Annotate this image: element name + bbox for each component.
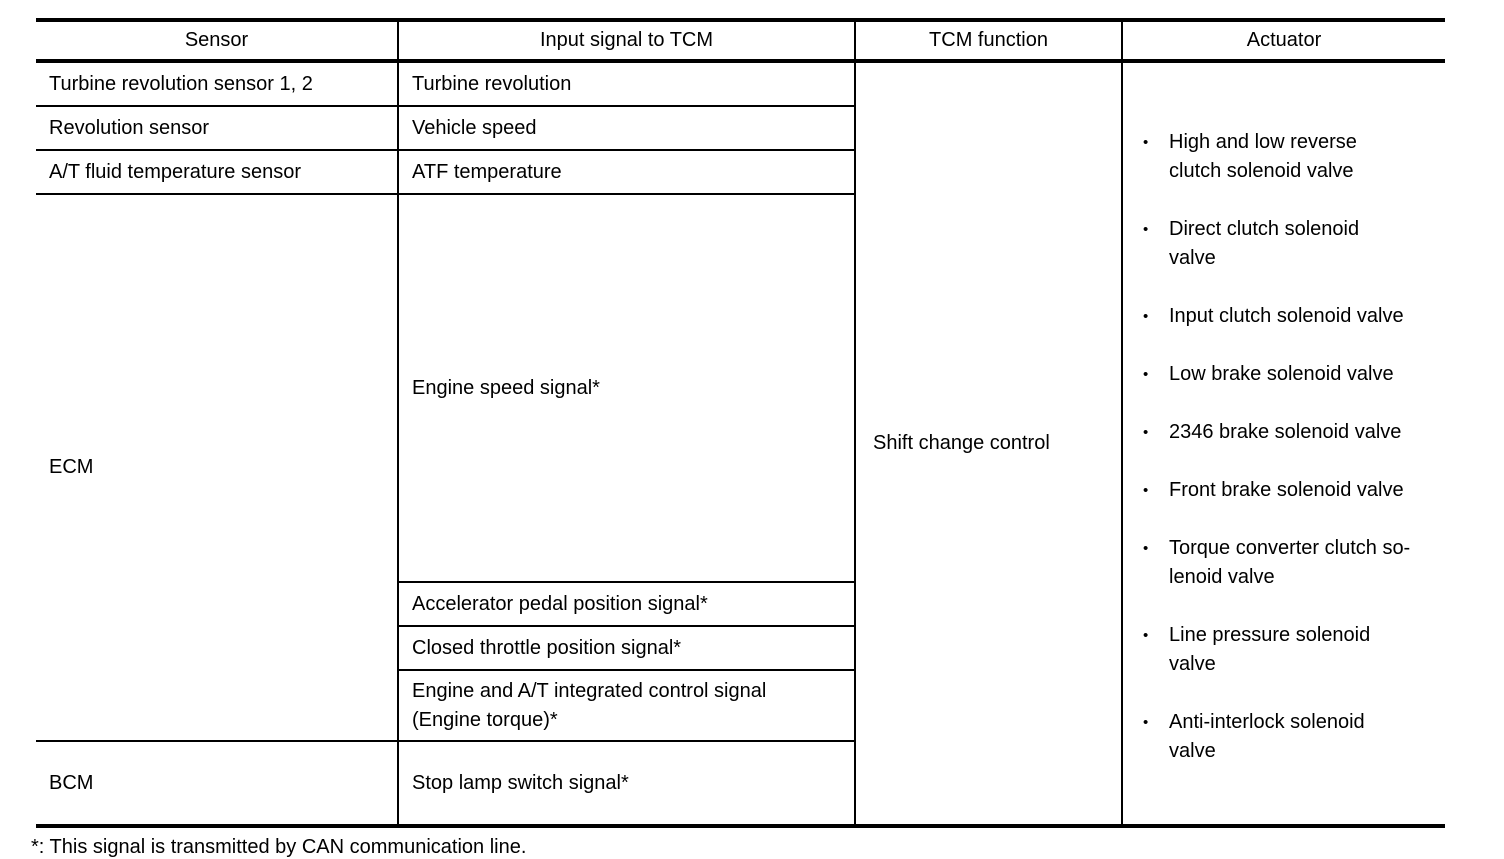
actuator-list: • High and low reverse clutch solenoid va… [1140,99,1441,795]
actuator-item: • Low brake solenoid valve [1140,360,1441,389]
bullet-icon: • [1143,482,1149,499]
bullet-icon: • [1143,366,1149,383]
actuator-item-label: High and low reverse clutch solenoid val… [1169,131,1357,182]
col-header-actuator: Actuator [1121,19,1445,63]
signal-cell: ATF temperature [397,149,856,195]
sensor-cell: Revolution sensor [36,105,399,151]
bullet-icon: • [1143,714,1149,731]
actuator-item-label: Line pressure solenoid valve [1169,624,1371,675]
actuator-item-label: Anti-interlock solenoid valve [1169,711,1365,762]
signal-cell: Stop lamp switch signal* [397,740,856,827]
actuator-item-label: Low brake solenoid valve [1169,363,1394,385]
actuator-item-label: 2346 brake solenoid valve [1169,421,1402,443]
actuator-item-label: Torque converter clutch so- lenoid valve [1169,537,1411,588]
table-row: A/T fluid temperature sensor ATF tempera… [36,149,1445,195]
bullet-icon: • [1143,221,1149,238]
actuator-item-label: Input clutch solenoid valve [1169,305,1404,327]
signal-cell: Turbine revolution [397,60,856,107]
actuator-item-label: Front brake solenoid valve [1169,479,1404,501]
tcm-signal-table: Sensor Input signal to TCM TCM function … [36,18,1445,828]
actuator-item: • Input clutch solenoid valve [1140,302,1441,331]
signal-cell: Vehicle speed [397,105,856,151]
actuator-item: • 2346 brake solenoid valve [1140,418,1441,447]
actuator-item: • Direct clutch solenoid valve [1140,215,1441,273]
actuator-item: • Anti-interlock solenoid valve [1140,708,1441,766]
footnote: *: This signal is transmitted by CAN com… [31,836,527,858]
bullet-icon: • [1143,424,1149,441]
signal-cell: Closed throttle position signal* [397,625,856,671]
actuator-item: • Torque converter clutch so- lenoid valv… [1140,534,1441,592]
actuator-cell: • High and low reverse clutch solenoid va… [1121,60,1445,827]
actuator-item: • Line pressure solenoid valve [1140,621,1441,679]
actuator-item-label: Direct clutch solenoid valve [1169,218,1360,269]
col-header-input-signal: Input signal to TCM [397,19,856,63]
bullet-icon: • [1143,627,1149,644]
sensor-cell-ecm: ECM [36,193,399,742]
bullet-icon: • [1143,308,1149,325]
signal-cell: Engine speed signal* [397,193,856,583]
actuator-item: • Front brake solenoid valve [1140,476,1441,505]
table-row: Turbine revolution sensor 1, 2 Turbine r… [36,60,1445,827]
col-header-sensor: Sensor [36,19,399,63]
table-row: Revolution sensor Vehicle speed [36,105,1445,151]
table-header-row: Sensor Input signal to TCM TCM function … [36,19,1445,63]
tcm-function-cell: Shift change control [854,60,1123,827]
actuator-item: • High and low reverse clutch solenoid va… [1140,128,1441,186]
sensor-cell-bcm: BCM [36,740,399,827]
bullet-icon: • [1143,540,1149,557]
sensor-cell: Turbine revolution sensor 1, 2 [36,60,399,107]
bullet-icon: • [1143,134,1149,151]
signal-cell: Accelerator pedal position signal* [397,581,856,627]
sensor-cell: A/T fluid temperature sensor [36,149,399,195]
col-header-tcm-function: TCM function [854,19,1123,63]
signal-cell: Engine and A/T integrated control signal… [397,669,856,742]
